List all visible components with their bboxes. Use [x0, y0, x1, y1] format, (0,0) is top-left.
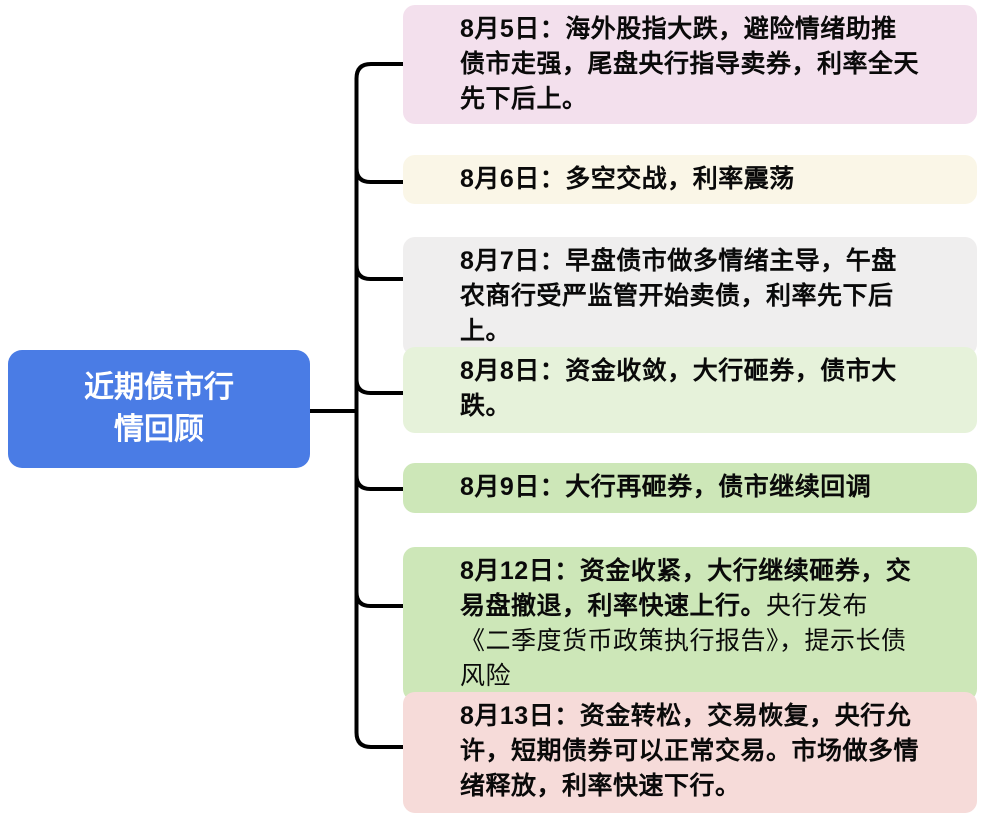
- root-node[interactable]: 近期债市行情回顾: [8, 350, 310, 468]
- branch-node-aug13[interactable]: 8月13日：资金转松，交易恢复，央行允许，短期债券可以正常交易。市场做多情绪释放…: [403, 692, 977, 813]
- branch-line-aug7: [354, 263, 405, 281]
- branch-text-segment: 8月12日：资金收紧，大行继续砸券，交易盘撤退，利率快速上行。: [460, 557, 912, 620]
- branch-text-segment: 央行发布《二季度货币政策执行报告》，提示长债风险: [460, 592, 907, 690]
- root-node-label: 近期债市行情回顾: [84, 371, 234, 446]
- branch-line-aug12: [354, 590, 405, 608]
- branch-node-aug8[interactable]: 8月8日：资金收敛，大行砸券，债市大跌。: [403, 347, 977, 433]
- branch-text-segment: 8月13日：资金转松，交易恢复，央行允许，短期债券可以正常交易。市场做多情绪释放…: [460, 702, 920, 800]
- branch-text-segment: 8月6日：多空交战，利率震荡: [460, 165, 795, 193]
- trunk-line: [354, 62, 405, 749]
- branch-text-segment: 8月8日：资金收敛，大行砸券，债市大跌。: [460, 357, 897, 420]
- branch-text-segment: 8月7日：早盘债市做多情绪主导，午盘农商行受严监管开始卖债，利率先下后上。: [460, 247, 897, 345]
- branch-node-aug6[interactable]: 8月6日：多空交战，利率震荡: [403, 155, 977, 204]
- branch-node-aug7[interactable]: 8月7日：早盘债市做多情绪主导，午盘农商行受严监管开始卖债，利率先下后上。: [403, 237, 977, 356]
- branch-node-aug5[interactable]: 8月5日：海外股指大跌，避险情绪助推债市走强，尾盘央行指导卖券，利率全天先下后上…: [403, 5, 977, 124]
- branch-node-aug9[interactable]: 8月9日：大行再砸券，债市继续回调: [403, 463, 977, 513]
- branch-line-aug6: [354, 166, 405, 184]
- branch-line-aug8: [354, 377, 405, 395]
- branch-node-aug12[interactable]: 8月12日：资金收紧，大行继续砸券，交易盘撤退，利率快速上行。央行发布《二季度货…: [403, 547, 977, 701]
- branch-text-segment: 8月5日：海外股指大跌，避险情绪助推债市走强，尾盘央行指导卖券，利率全天先下后上…: [460, 15, 920, 113]
- branch-text-segment: 8月9日：大行再砸券，债市继续回调: [460, 473, 872, 501]
- branch-line-aug9: [354, 473, 405, 491]
